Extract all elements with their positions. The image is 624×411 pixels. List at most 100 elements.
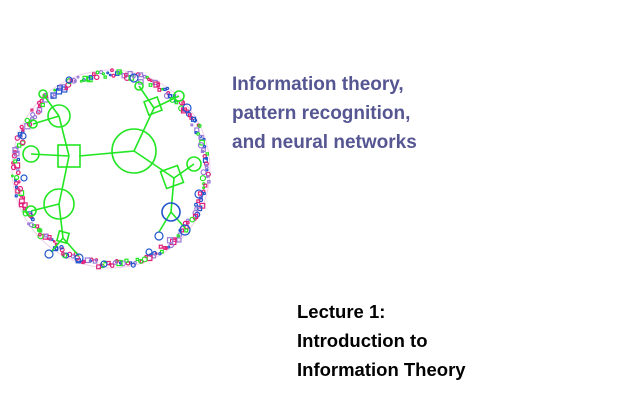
logo-fringe-mark bbox=[168, 242, 175, 249]
logo-fringe-mark bbox=[158, 251, 162, 256]
logo-fringe-mark bbox=[18, 198, 25, 205]
logo-fringe-mark bbox=[190, 123, 194, 127]
lecture-title-line-2: Introduction to bbox=[297, 330, 428, 351]
logo-fringe-mark bbox=[40, 102, 45, 108]
logo-fringe-mark bbox=[196, 199, 201, 204]
logo-fringe-mark bbox=[138, 72, 144, 78]
logo-fringe-mark bbox=[17, 180, 21, 184]
logo-fringe-mark bbox=[184, 228, 189, 233]
logo-fringe-mark bbox=[52, 92, 57, 97]
logo-fringe-mark bbox=[53, 88, 56, 92]
logo-fringe-mark bbox=[27, 222, 31, 226]
logo-fringe-mark bbox=[192, 118, 198, 123]
logo-fringe-mark bbox=[194, 202, 199, 207]
logo-fringe-mark bbox=[189, 216, 196, 223]
logo-fringe-mark bbox=[200, 169, 207, 176]
logo-fringe-mark bbox=[103, 75, 107, 79]
logo-fringe-mark bbox=[61, 252, 65, 256]
logo-fringe-mark bbox=[10, 174, 14, 178]
lecture-title-line-1: Lecture 1: bbox=[297, 301, 386, 322]
logo-fringe-mark bbox=[36, 100, 42, 106]
logo-fringe-mark bbox=[35, 224, 40, 229]
logo-fringe-mark bbox=[138, 258, 144, 264]
logo-fringe-mark bbox=[196, 205, 203, 212]
logo-fringe-mark bbox=[205, 174, 210, 179]
course-title: Information theory, pattern recognition,… bbox=[232, 70, 612, 157]
logo-fringe-mark bbox=[13, 159, 18, 164]
logo-fringe-mark bbox=[207, 179, 211, 184]
logo-fringe-mark bbox=[21, 128, 25, 132]
logo-fringe-mark bbox=[110, 68, 114, 73]
logo-fringe-mark bbox=[196, 132, 201, 136]
logo-fringe-mark bbox=[91, 72, 96, 77]
logo-fringe-mark bbox=[198, 134, 204, 141]
hyperbolic-network-logo-icon bbox=[10, 68, 211, 270]
logo-fringe-mark bbox=[62, 252, 70, 259]
logo-fringe-mark bbox=[80, 260, 85, 265]
logo-fringe-mark bbox=[135, 257, 139, 262]
logo-fringe-mark bbox=[30, 108, 34, 112]
logo-fringe-mark bbox=[197, 191, 203, 196]
logo-fringe-mark bbox=[38, 232, 42, 237]
logo-fringe-mark bbox=[167, 94, 173, 99]
logo-fringe-mark bbox=[147, 77, 151, 82]
logo-fringe-mark bbox=[181, 101, 185, 105]
logo-fringe-mark bbox=[22, 207, 26, 211]
logo-fringe-mark bbox=[161, 87, 164, 91]
logo-fringe-mark bbox=[109, 263, 115, 268]
logo-fringe-mark bbox=[197, 141, 205, 149]
logo-fringe-mark bbox=[95, 70, 100, 75]
logo-fringe-mark bbox=[112, 260, 118, 265]
logo-fringe-mark bbox=[96, 264, 101, 270]
logo-fringe-mark bbox=[37, 104, 41, 108]
logo-fringe-mark bbox=[88, 75, 94, 80]
logo-fringe-mark bbox=[167, 245, 171, 249]
logo-fringe-mark bbox=[15, 170, 21, 176]
logo-fringe-mark bbox=[108, 73, 112, 77]
logo-fringe-mark bbox=[176, 234, 180, 238]
logo-fringe-mark bbox=[14, 185, 19, 189]
logo-fringe-mark bbox=[106, 71, 110, 75]
logo-fringe-mark bbox=[159, 249, 164, 254]
logo-fringe-mark bbox=[59, 247, 65, 253]
logo-fringe-mark bbox=[194, 131, 198, 135]
logo-fringe-mark bbox=[199, 175, 206, 182]
logo-fringe-mark bbox=[64, 86, 69, 91]
lecture-title: Lecture 1: Introduction to Information T… bbox=[297, 297, 617, 384]
lecture-title-line-3: Information Theory bbox=[297, 359, 466, 380]
logo-fringe-mark bbox=[163, 92, 171, 99]
logo-fringe-mark bbox=[197, 123, 202, 129]
logo-fringe-mark bbox=[111, 73, 116, 78]
logo-fringe-mark bbox=[158, 244, 163, 249]
logo-fringe-mark bbox=[203, 144, 207, 149]
logo-fringe-mark bbox=[44, 233, 49, 238]
logo-fringe-mark bbox=[61, 253, 68, 259]
logo-fringe-mark bbox=[84, 257, 91, 264]
logo-fringe-mark bbox=[19, 124, 24, 130]
logo-fringe-mark bbox=[202, 191, 206, 196]
logo-fringe-mark bbox=[119, 260, 126, 267]
logo-fringe-mark bbox=[39, 98, 44, 103]
logo-fringe-mark bbox=[163, 246, 167, 250]
logo-fringe-mark bbox=[18, 202, 24, 208]
logo-fringe-mark bbox=[202, 186, 206, 190]
logo-fringe-mark bbox=[203, 183, 208, 188]
logo-fringe-mark bbox=[142, 74, 147, 79]
logo-fringe-mark bbox=[130, 262, 136, 268]
logo-fringe-mark bbox=[66, 251, 73, 258]
logo-fringe-mark bbox=[200, 149, 204, 154]
course-title-line-1: Information theory, bbox=[232, 74, 404, 95]
logo-fringe-mark bbox=[16, 157, 21, 162]
logo-fringe-mark bbox=[149, 79, 153, 83]
logo-fringe-mark bbox=[131, 74, 136, 79]
logo-fringe-mark bbox=[93, 74, 100, 81]
logo-fringe-mark bbox=[101, 72, 106, 76]
logo-fringe-mark bbox=[13, 181, 19, 186]
logo-fringe-mark bbox=[79, 79, 83, 83]
logo-fringe-mark bbox=[141, 256, 148, 263]
logo-fringe-mark bbox=[13, 174, 20, 181]
logo-fringe-mark bbox=[205, 152, 210, 156]
logo-fringe-mark bbox=[204, 165, 209, 170]
logo-fringe-mark bbox=[145, 75, 149, 80]
